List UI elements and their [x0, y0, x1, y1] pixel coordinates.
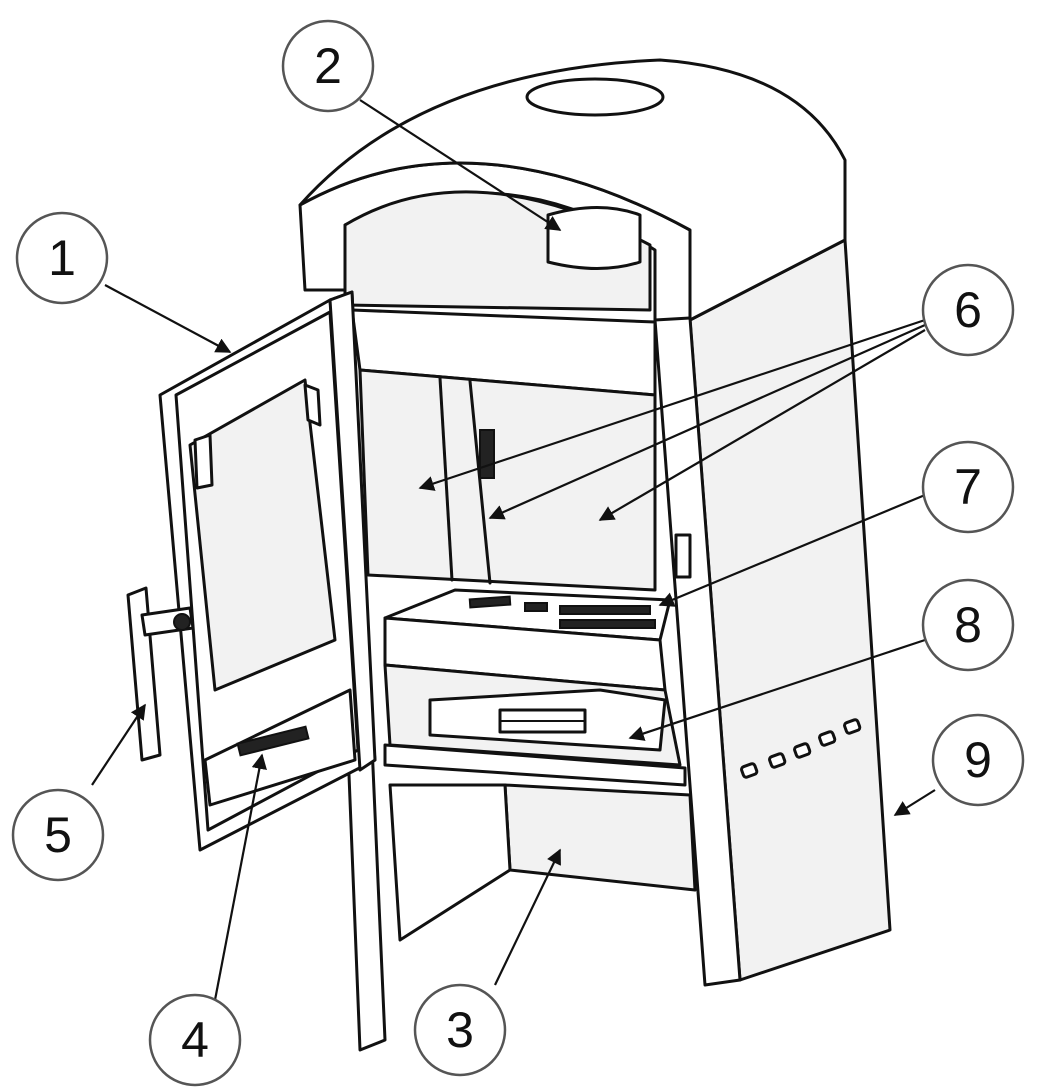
callout-2-label: 2 [314, 38, 342, 94]
callout-5: 5 [11, 788, 105, 882]
leader-1 [104, 284, 232, 353]
callout-6: 6 [921, 263, 1015, 357]
door-glass [188, 378, 337, 692]
callouts: 1 2 3 4 5 6 7 8 [11, 19, 1025, 1087]
callout-3-label: 3 [446, 1002, 474, 1058]
liner-seam-2 [468, 379, 492, 585]
callout-8: 8 [921, 578, 1015, 672]
handle-pivot [173, 613, 191, 631]
door [158, 290, 377, 852]
callout-4: 4 [148, 993, 242, 1087]
leader-lines [91, 99, 936, 1001]
leader-3 [494, 848, 561, 986]
door-lower-panel [203, 688, 357, 807]
door-glass-clip-right [303, 383, 322, 427]
flue-outlet [525, 77, 665, 117]
front-pillar-right [653, 316, 742, 987]
door-handle [126, 586, 195, 762]
callout-7-label: 7 [954, 459, 982, 515]
leader-6a [418, 318, 926, 491]
leader-2 [359, 99, 562, 231]
firebox-back-wall [358, 368, 657, 592]
storage-back-plate [503, 783, 697, 892]
leader-8 [628, 638, 926, 741]
door-hinge-strip [328, 290, 377, 772]
grate-slots [468, 595, 656, 629]
callout-9: 9 [931, 713, 1025, 807]
leader-4 [213, 753, 267, 1001]
callout-3: 3 [413, 983, 507, 1077]
callout-9-label: 9 [964, 732, 992, 788]
top-cover [298, 58, 847, 322]
callout-5-label: 5 [44, 807, 72, 863]
side-latch [674, 533, 692, 579]
leader-7 [658, 493, 926, 607]
leader-6c [598, 329, 926, 521]
callout-8-label: 8 [954, 597, 982, 653]
callout-6-label: 6 [954, 282, 982, 338]
air-regulator [236, 725, 310, 757]
callout-7: 7 [921, 440, 1015, 534]
flue-collar [546, 206, 642, 270]
leader-5 [91, 703, 146, 786]
leader-6b [488, 323, 926, 520]
air-vents [740, 718, 862, 779]
base-shelf [383, 743, 687, 787]
liner-clip [479, 429, 495, 479]
stove-body [298, 58, 892, 1052]
callout-2: 2 [281, 19, 375, 113]
callout-1-label: 1 [48, 230, 76, 286]
leader-9 [893, 789, 936, 816]
door-glass-clip-top [193, 433, 214, 490]
callout-4-label: 4 [181, 1012, 209, 1068]
storage-left-wall [388, 783, 512, 942]
callout-1: 1 [15, 211, 109, 305]
